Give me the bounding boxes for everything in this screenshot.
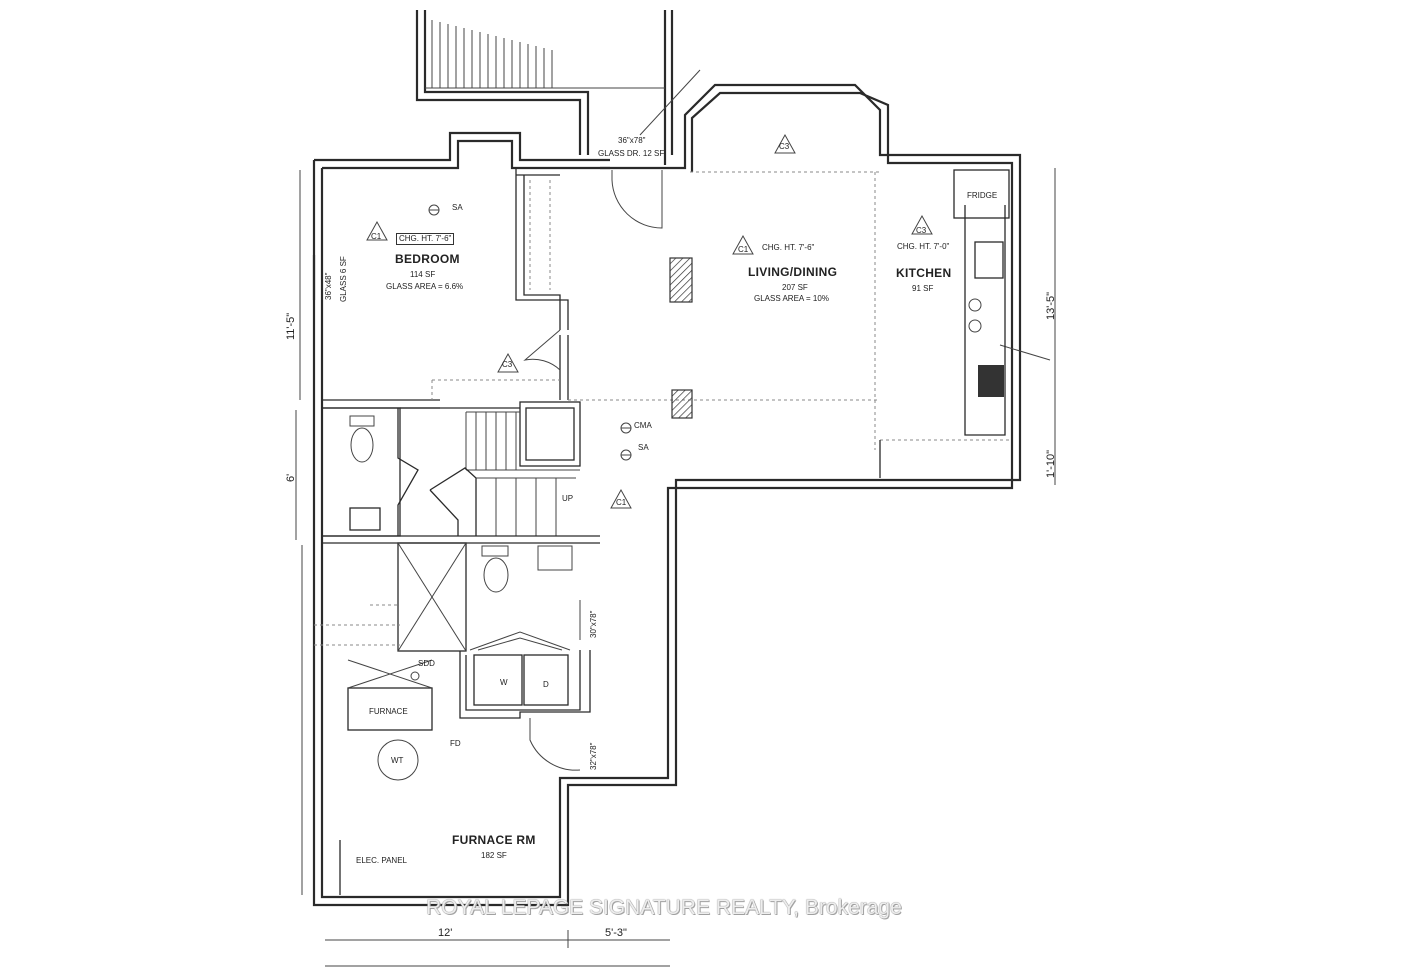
- bedroom-glass: GLASS AREA = 6.6%: [386, 282, 464, 291]
- dim-bottom-right: 5'-3": [605, 927, 627, 939]
- window-glass: GLASS 6 SF: [339, 256, 348, 302]
- sa-label-hall: SA: [638, 443, 649, 452]
- kitchen-fixtures: [953, 169, 1010, 436]
- bedroom-ceiling: CHG. HT. 7'-6": [396, 233, 455, 245]
- ceiling-tag-triangles: [366, 133, 933, 509]
- glass-door-size: 36"x78": [618, 136, 646, 145]
- dryer-label: D: [543, 680, 549, 689]
- dim-kitchen-height: 13'-5": [1045, 291, 1057, 320]
- water-tank-label: WT: [391, 756, 404, 765]
- glass-door-area: GLASS DR. 12 SF: [598, 149, 665, 158]
- laundry-walls: [397, 542, 591, 771]
- kitchen-tag: C3: [916, 226, 927, 235]
- fridge-label: FRIDGE: [967, 191, 998, 200]
- door-bottom-label: 32"x78": [589, 742, 598, 770]
- living-glass: GLASS AREA = 10%: [754, 294, 829, 303]
- dim-bottom-left: 12': [438, 927, 453, 939]
- sa-label-bedroom: SA: [452, 203, 463, 212]
- furnace-room-label: FURNACE RM: [452, 833, 536, 847]
- door-top-label: 30"x78": [589, 610, 598, 638]
- living-area: 207 SF: [782, 283, 808, 292]
- window-size: 36"x48": [324, 272, 333, 300]
- brokerage-watermark: ROYAL LEPAGE SIGNATURE REALTY, Brokerage: [426, 896, 902, 919]
- living-label: LIVING/DINING: [748, 265, 838, 279]
- detector-symbols: [410, 204, 632, 681]
- patio-door-swing: [611, 170, 663, 229]
- kitchen-label: KITCHEN: [896, 266, 952, 280]
- exterior-walls: [312, 83, 1022, 907]
- dimension-lines: [295, 168, 1056, 967]
- elec-panel-label: ELEC. PANEL: [356, 856, 407, 865]
- stair-tag: C1: [616, 498, 627, 507]
- cma-label: CMA: [634, 421, 652, 430]
- dim-step-height: 1'-10": [1045, 449, 1057, 478]
- fd-label: FD: [450, 739, 461, 748]
- bay-tag: C3: [779, 142, 790, 151]
- furnace-room-fixtures: [314, 604, 433, 895]
- bedroom-label: BEDROOM: [395, 252, 460, 266]
- interior-lines: [568, 171, 1051, 478]
- furnace-room-area: 182 SF: [481, 851, 507, 860]
- stair-core: [321, 401, 600, 544]
- exterior-stairs: [415, 10, 701, 165]
- living-ceiling: CHG. HT. 7'-6": [762, 243, 815, 252]
- column-upper: [669, 257, 693, 303]
- bedroom-area: 114 SF: [410, 270, 436, 279]
- toilet-icons: [349, 415, 573, 593]
- dim-bath-height: 6': [285, 473, 297, 482]
- kitchen-area: 91 SF: [912, 284, 934, 293]
- hall-tag: C3: [502, 360, 513, 369]
- kitchen-ceiling: CHG. HT. 7'-0": [897, 242, 950, 251]
- up-label: UP: [562, 494, 574, 503]
- column-lower: [671, 389, 693, 419]
- living-tag: C1: [738, 245, 749, 254]
- sdd-label: SDD: [418, 659, 435, 668]
- furnace-box-label: FURNACE: [369, 707, 408, 716]
- washer-label: W: [500, 678, 508, 687]
- bedroom-tag: C1: [371, 232, 382, 241]
- dim-bedroom-height: 11'-5": [285, 312, 297, 340]
